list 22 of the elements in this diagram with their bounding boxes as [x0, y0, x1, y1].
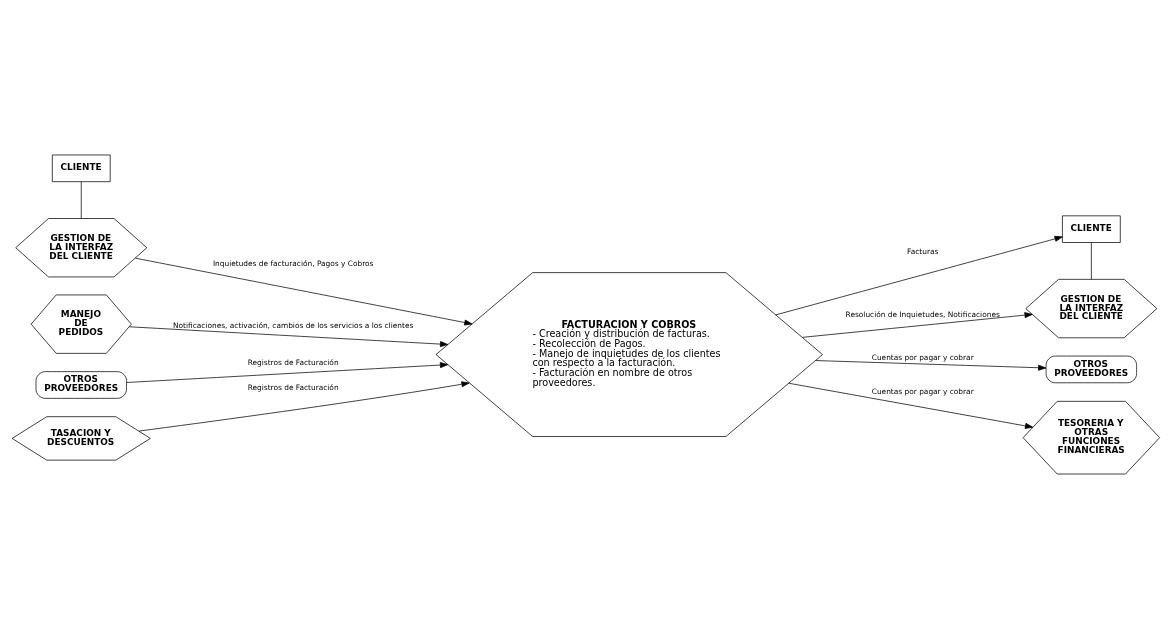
edge-label: Resolución de Inquietudes, Notificaciones: [845, 309, 1000, 319]
arrow: [802, 312, 1033, 338]
arrow: [788, 382, 1034, 429]
edge-label: Facturas: [907, 247, 939, 257]
arrow: [815, 360, 1047, 371]
node-box: CLIENTE: [51, 154, 111, 183]
connector: [80, 181, 82, 219]
node-box: OTROS PROVEEDORES: [35, 371, 127, 399]
node-box: CLIENTE: [1062, 215, 1121, 243]
edge-label: Inquietudes de facturación, Pagos y Cobros: [212, 259, 374, 269]
edge-label: Registros de Facturación: [247, 383, 339, 393]
connector: [1091, 242, 1092, 280]
edge-label: Notificaciones, activación, cambios de los servicios a los clientes: [173, 320, 414, 330]
edge-label: Cuentas por pagar y cobrar: [871, 352, 974, 362]
arrow: [775, 235, 1063, 316]
edge-label: Cuentas por pagar y cobrar: [871, 386, 974, 396]
arrow: [135, 257, 473, 326]
arrow: [128, 326, 449, 348]
arrow: [138, 381, 470, 432]
arrow: [126, 362, 449, 383]
node-box: OTROS PROVEEDORES: [1045, 355, 1137, 384]
edge-label: Registros de Facturación: [247, 357, 339, 367]
